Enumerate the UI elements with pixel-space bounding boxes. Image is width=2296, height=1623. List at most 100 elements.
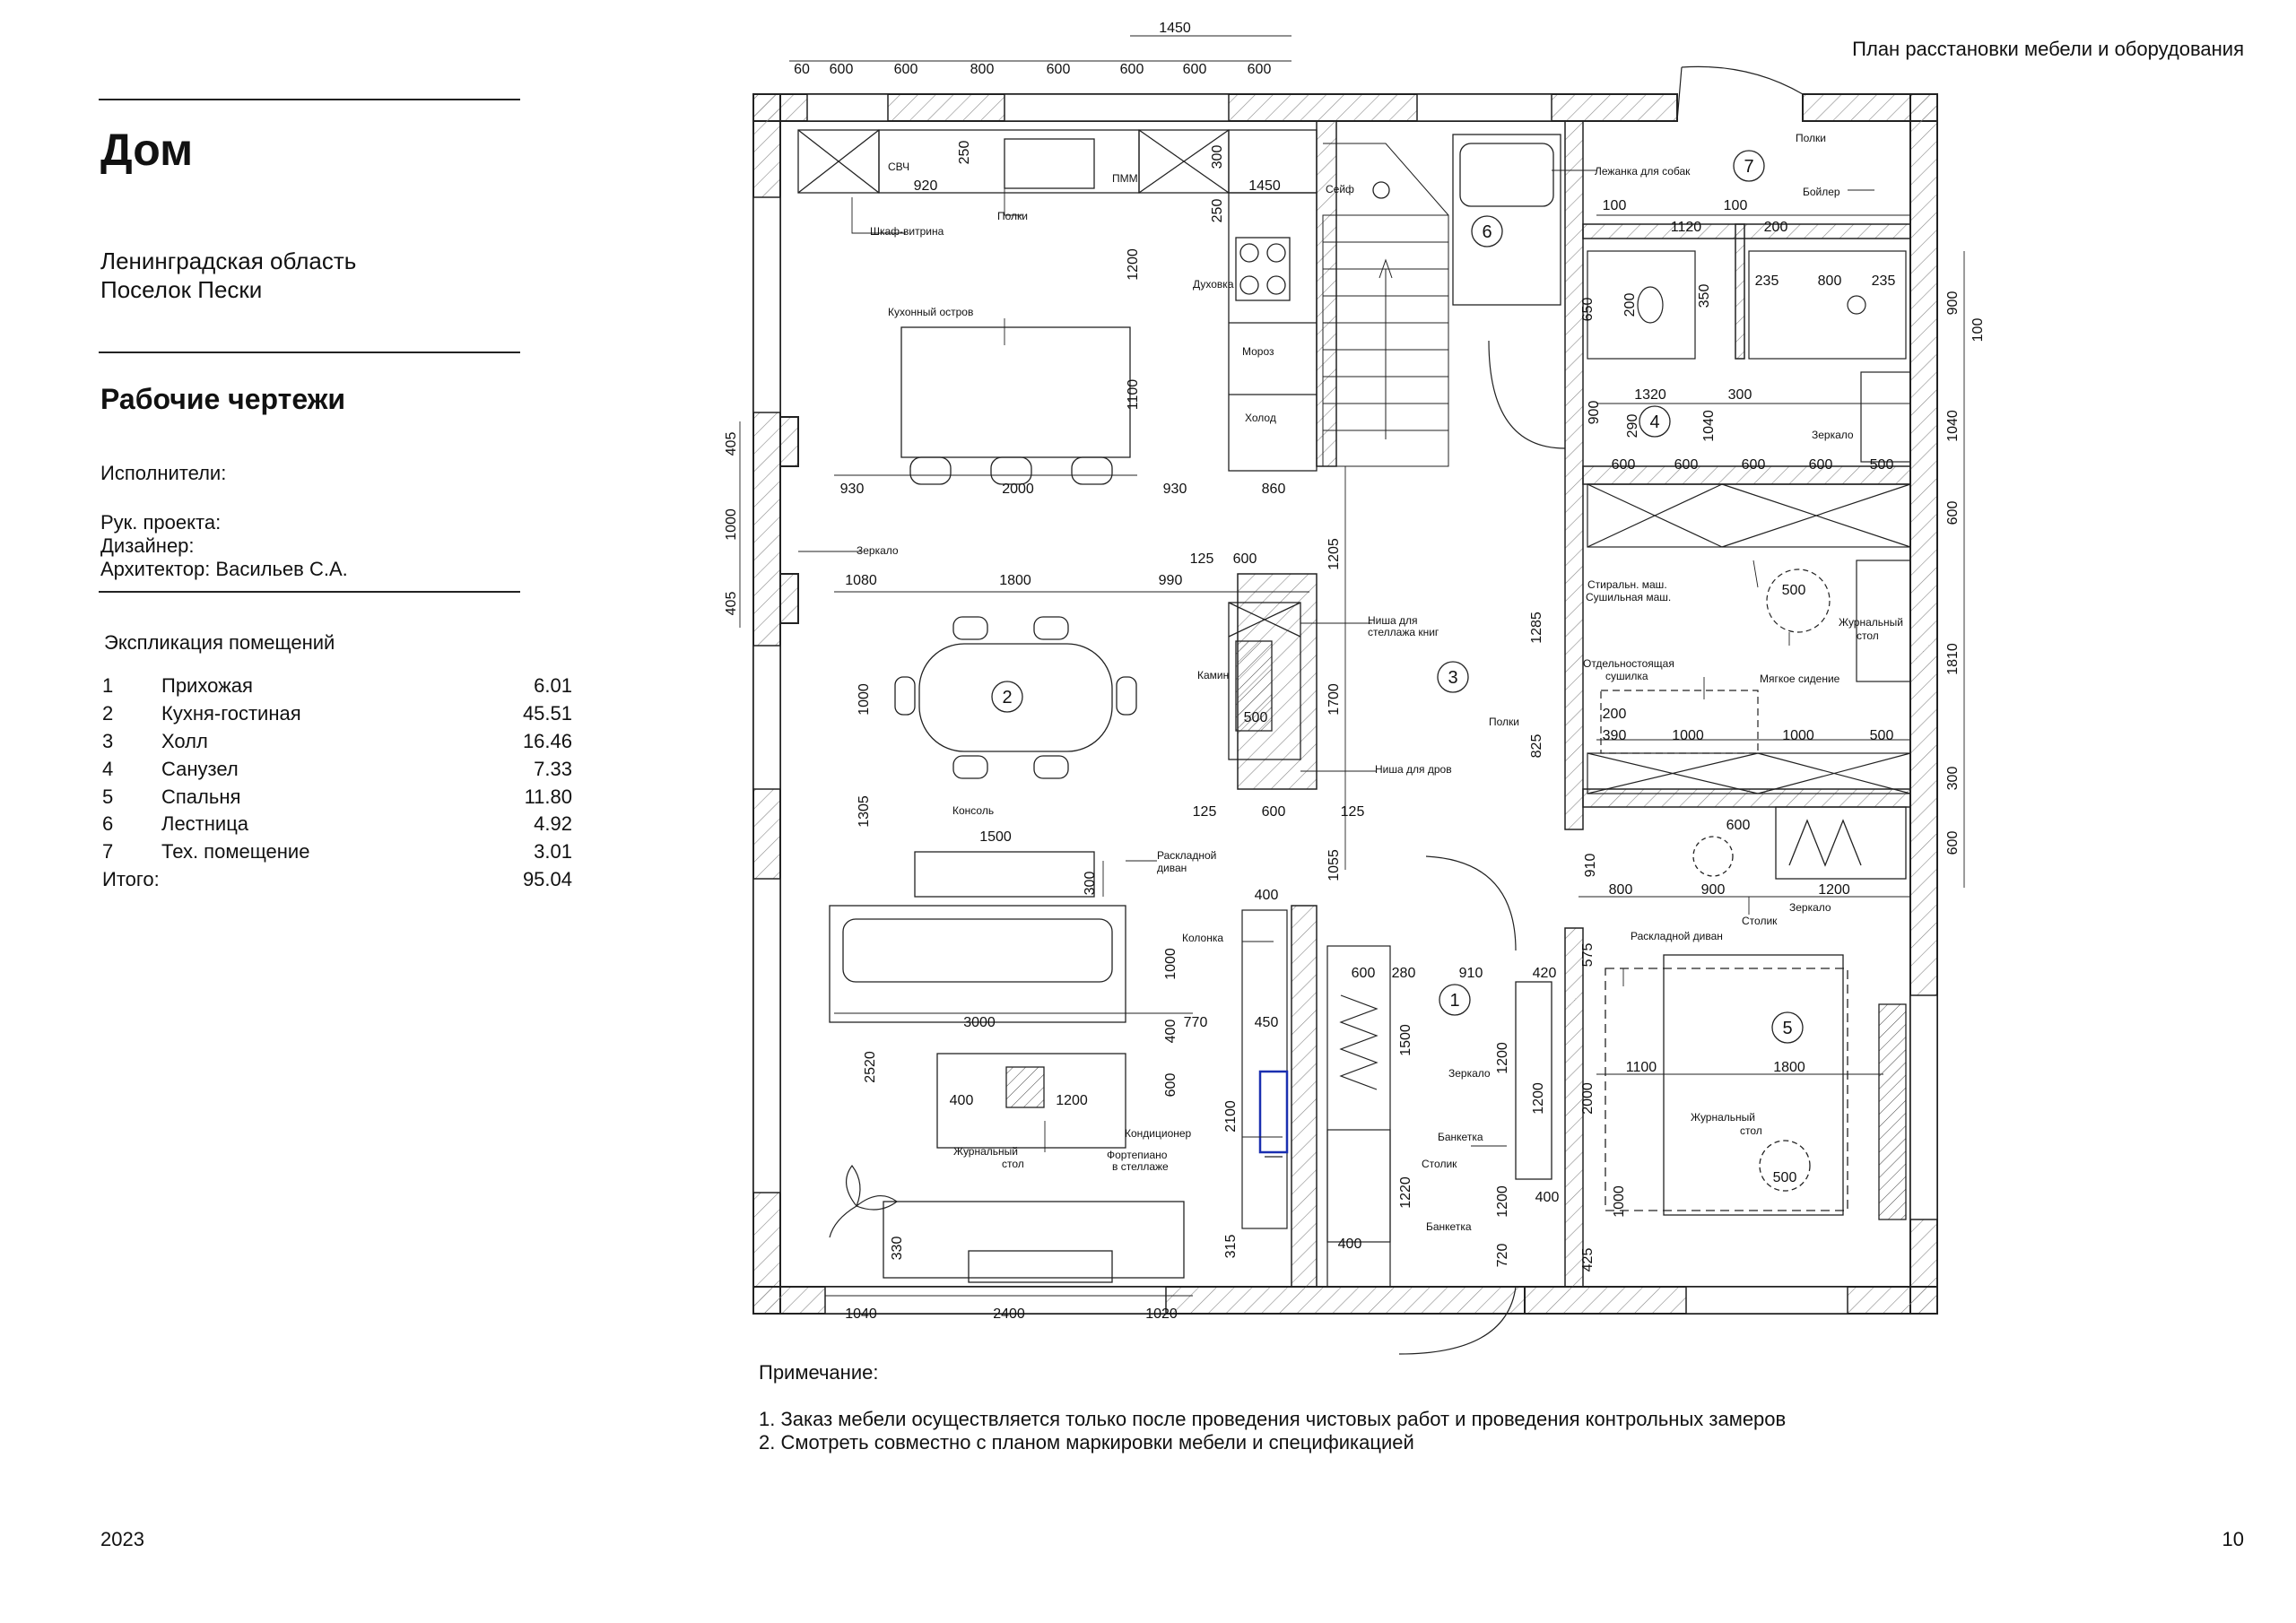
svg-text:405: 405: [724, 592, 739, 616]
label-zhurnal-1: Журнальный: [953, 1145, 1018, 1158]
label-banketka-2: Банкетка: [1426, 1220, 1472, 1233]
label-fortepiano-1: Фортепиано: [1107, 1149, 1168, 1161]
svg-text:600: 600: [894, 62, 918, 77]
svg-text:650: 650: [1580, 298, 1596, 322]
svg-text:425: 425: [1580, 1248, 1596, 1272]
svg-text:1040: 1040: [845, 1306, 877, 1322]
label-polki: Полки: [997, 210, 1028, 222]
svg-text:1320: 1320: [1634, 387, 1666, 403]
entrance-door: [1425, 855, 1517, 951]
svg-text:1700: 1700: [1326, 683, 1342, 716]
label-kamin: Камин: [1197, 669, 1229, 681]
svg-text:1200: 1200: [1495, 1042, 1510, 1074]
svg-text:930: 930: [1163, 482, 1187, 497]
svg-text:1020: 1020: [1145, 1306, 1178, 1322]
plan-labels: Шкаф-витрина СВЧ Полки ПММ Сейф Лежанка …: [857, 132, 1903, 1233]
label-holod: Холод: [1245, 412, 1276, 424]
leader-lines: [798, 161, 1874, 1152]
piano-shelf: [1241, 909, 1289, 1229]
room-num-2: 2: [1002, 688, 1012, 707]
address-line-2: Поселок Пески: [100, 276, 263, 303]
svg-text:1500: 1500: [1398, 1024, 1413, 1056]
label-stiral-2: Сушильная маш.: [1586, 591, 1671, 603]
label-ostrov: Кухонный остров: [888, 306, 973, 318]
svg-text:315: 315: [1223, 1235, 1239, 1259]
room-marker-4: [1639, 405, 1671, 438]
svg-text:825: 825: [1529, 734, 1544, 759]
svg-text:250: 250: [1210, 199, 1225, 223]
bathroom-fixtures: [1587, 250, 1911, 548]
room-num-5: 5: [1782, 1019, 1792, 1038]
middle-rule: [99, 352, 520, 353]
room-marker-3: [1437, 661, 1469, 693]
svg-text:920: 920: [914, 178, 938, 194]
note-line-1: 1. Заказ мебели осуществляется только по…: [759, 1408, 1787, 1430]
label-banketka-1: Банкетка: [1438, 1131, 1483, 1143]
label-sushilka-2: сушилка: [1605, 670, 1648, 682]
svg-text:125: 125: [1193, 804, 1217, 820]
svg-text:1800: 1800: [999, 573, 1031, 588]
label-pmm: ПММ: [1112, 172, 1138, 185]
team-architect: Архитектор: Васильев С.А.: [100, 558, 348, 580]
page-number: 10: [2222, 1528, 2244, 1550]
svg-text:250: 250: [957, 141, 972, 165]
label-zhurnal-3: Журнальный: [1839, 616, 1903, 629]
svg-text:1200: 1200: [1495, 1185, 1510, 1218]
label-polki-3: Полки: [1796, 132, 1826, 144]
svg-text:1000: 1000: [1612, 1185, 1627, 1218]
svg-text:1100: 1100: [1626, 1060, 1657, 1075]
room-numbers: 1 2 3 4 5 6 7: [1002, 157, 1792, 1038]
label-stiral-1: Стиральн. маш.: [1587, 578, 1667, 591]
svg-text:1000: 1000: [1163, 948, 1178, 980]
svg-text:125: 125: [1190, 551, 1214, 567]
svg-text:3000: 3000: [963, 1015, 996, 1030]
svg-text:1450: 1450: [1159, 21, 1191, 36]
svg-text:1000: 1000: [857, 683, 872, 716]
svg-text:800: 800: [1609, 882, 1633, 898]
room-marker-1: [1439, 984, 1471, 1016]
svg-text:125: 125: [1341, 804, 1365, 820]
svg-text:1285: 1285: [1529, 612, 1544, 644]
svg-text:600: 600: [1163, 1073, 1178, 1098]
notes-heading: Примечание:: [759, 1361, 879, 1384]
svg-text:1200: 1200: [1531, 1082, 1546, 1115]
label-zhurnal-5: Журнальный: [1691, 1111, 1755, 1124]
svg-text:2100: 2100: [1223, 1100, 1239, 1133]
room-marker-6: [1471, 215, 1503, 247]
explication-title: Экспликация помещений: [104, 631, 335, 654]
kitchen-island: [900, 326, 1131, 485]
label-svch: СВЧ: [888, 161, 909, 173]
svg-text:400: 400: [1255, 888, 1279, 903]
svg-text:990: 990: [1159, 573, 1183, 588]
svg-text:420: 420: [1533, 966, 1557, 981]
room-num-4: 4: [1649, 412, 1659, 432]
svg-text:500: 500: [1870, 457, 1894, 473]
svg-text:200: 200: [1603, 707, 1627, 722]
svg-text:200: 200: [1622, 293, 1638, 317]
label-zerkalo-3: Зеркало: [1789, 901, 1831, 914]
label-nisha-1: Ниша для: [1368, 614, 1418, 627]
label-shkaf-vitrina: Шкаф-витрина: [870, 225, 944, 238]
tech-room-door: [1676, 65, 1804, 122]
svg-text:500: 500: [1870, 728, 1894, 743]
svg-text:300: 300: [1945, 767, 1961, 791]
svg-text:930: 930: [840, 482, 865, 497]
room-marker-7: [1733, 150, 1765, 182]
svg-text:600: 600: [1352, 966, 1376, 981]
svg-text:600: 600: [1612, 457, 1636, 473]
label-divan-1: Раскладной: [1157, 849, 1216, 862]
dimension-values: 1450 60 600 600 800 600 600 600 600 920 …: [794, 21, 1895, 1322]
svg-text:860: 860: [1262, 482, 1286, 497]
svg-text:600: 600: [1726, 818, 1751, 833]
svg-text:500: 500: [1244, 710, 1268, 725]
svg-text:330: 330: [890, 1237, 905, 1261]
svg-text:300: 300: [1210, 145, 1225, 169]
label-duhovka: Духовка: [1193, 278, 1234, 291]
svg-text:910: 910: [1459, 966, 1483, 981]
svg-text:1200: 1200: [1056, 1093, 1088, 1108]
label-konsol: Консоль: [952, 804, 994, 817]
